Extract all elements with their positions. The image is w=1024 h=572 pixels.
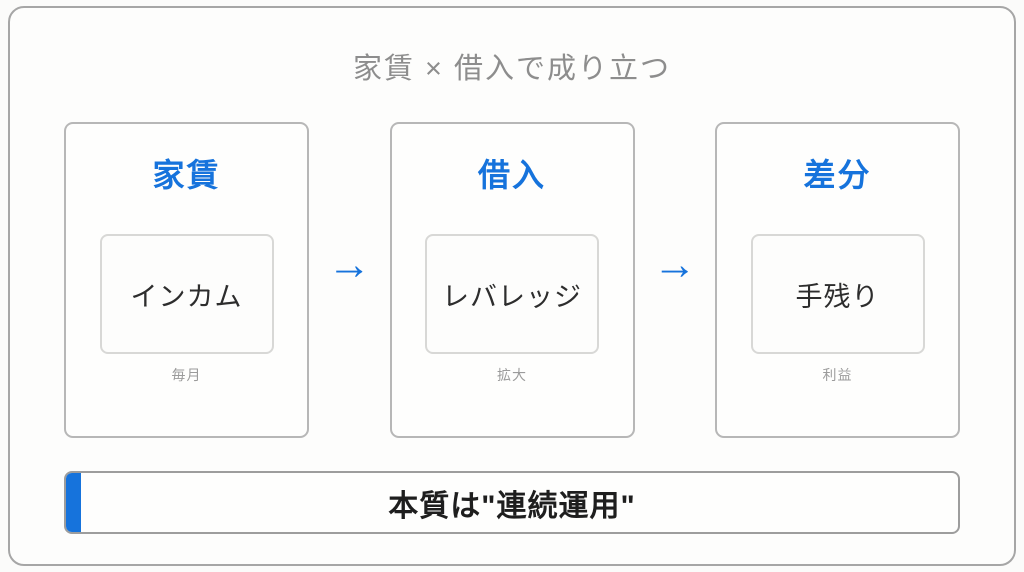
card-difference-caption: 利益 xyxy=(822,367,853,383)
bottom-banner: 本質は"連続運用" xyxy=(64,471,960,534)
card-rent-caption: 毎月 xyxy=(171,367,202,383)
banner-text: 本質は"連続運用" xyxy=(388,489,636,523)
card-rent: 家賃 インカム 毎月 xyxy=(64,122,309,438)
arrow-cell-2: → xyxy=(635,122,716,438)
arrow-cell-1: → xyxy=(309,122,390,438)
card-difference: 差分 手残り 利益 xyxy=(715,122,960,438)
card-loan-value: レバレッジ xyxy=(442,281,582,312)
right-arrow-icon: → xyxy=(327,240,372,289)
card-difference-header: 差分 xyxy=(803,157,872,193)
slide-frame: 家賃 × 借入で成り立つ 家賃 インカム 毎月 → 借入 レバレッジ 拡大 → … xyxy=(8,6,1016,566)
card-loan-header: 借入 xyxy=(477,157,546,193)
banner-accent-bar xyxy=(66,473,81,532)
card-rent-header: 家賃 xyxy=(152,157,221,193)
card-difference-inner-box: 手残り xyxy=(750,234,925,354)
card-loan: 借入 レバレッジ 拡大 xyxy=(389,122,635,438)
card-rent-inner-box: インカム xyxy=(99,234,274,354)
right-arrow-icon: → xyxy=(652,240,697,289)
card-loan-inner-box: レバレッジ xyxy=(425,234,599,354)
card-difference-value: 手残り xyxy=(795,281,880,312)
flow-diagram: 家賃 インカム 毎月 → 借入 レバレッジ 拡大 → 差分 手残り 利益 xyxy=(64,122,960,438)
page-title: 家賃 × 借入で成り立つ xyxy=(352,53,672,85)
card-loan-caption: 拡大 xyxy=(497,367,527,383)
card-rent-value: インカム xyxy=(130,281,243,312)
